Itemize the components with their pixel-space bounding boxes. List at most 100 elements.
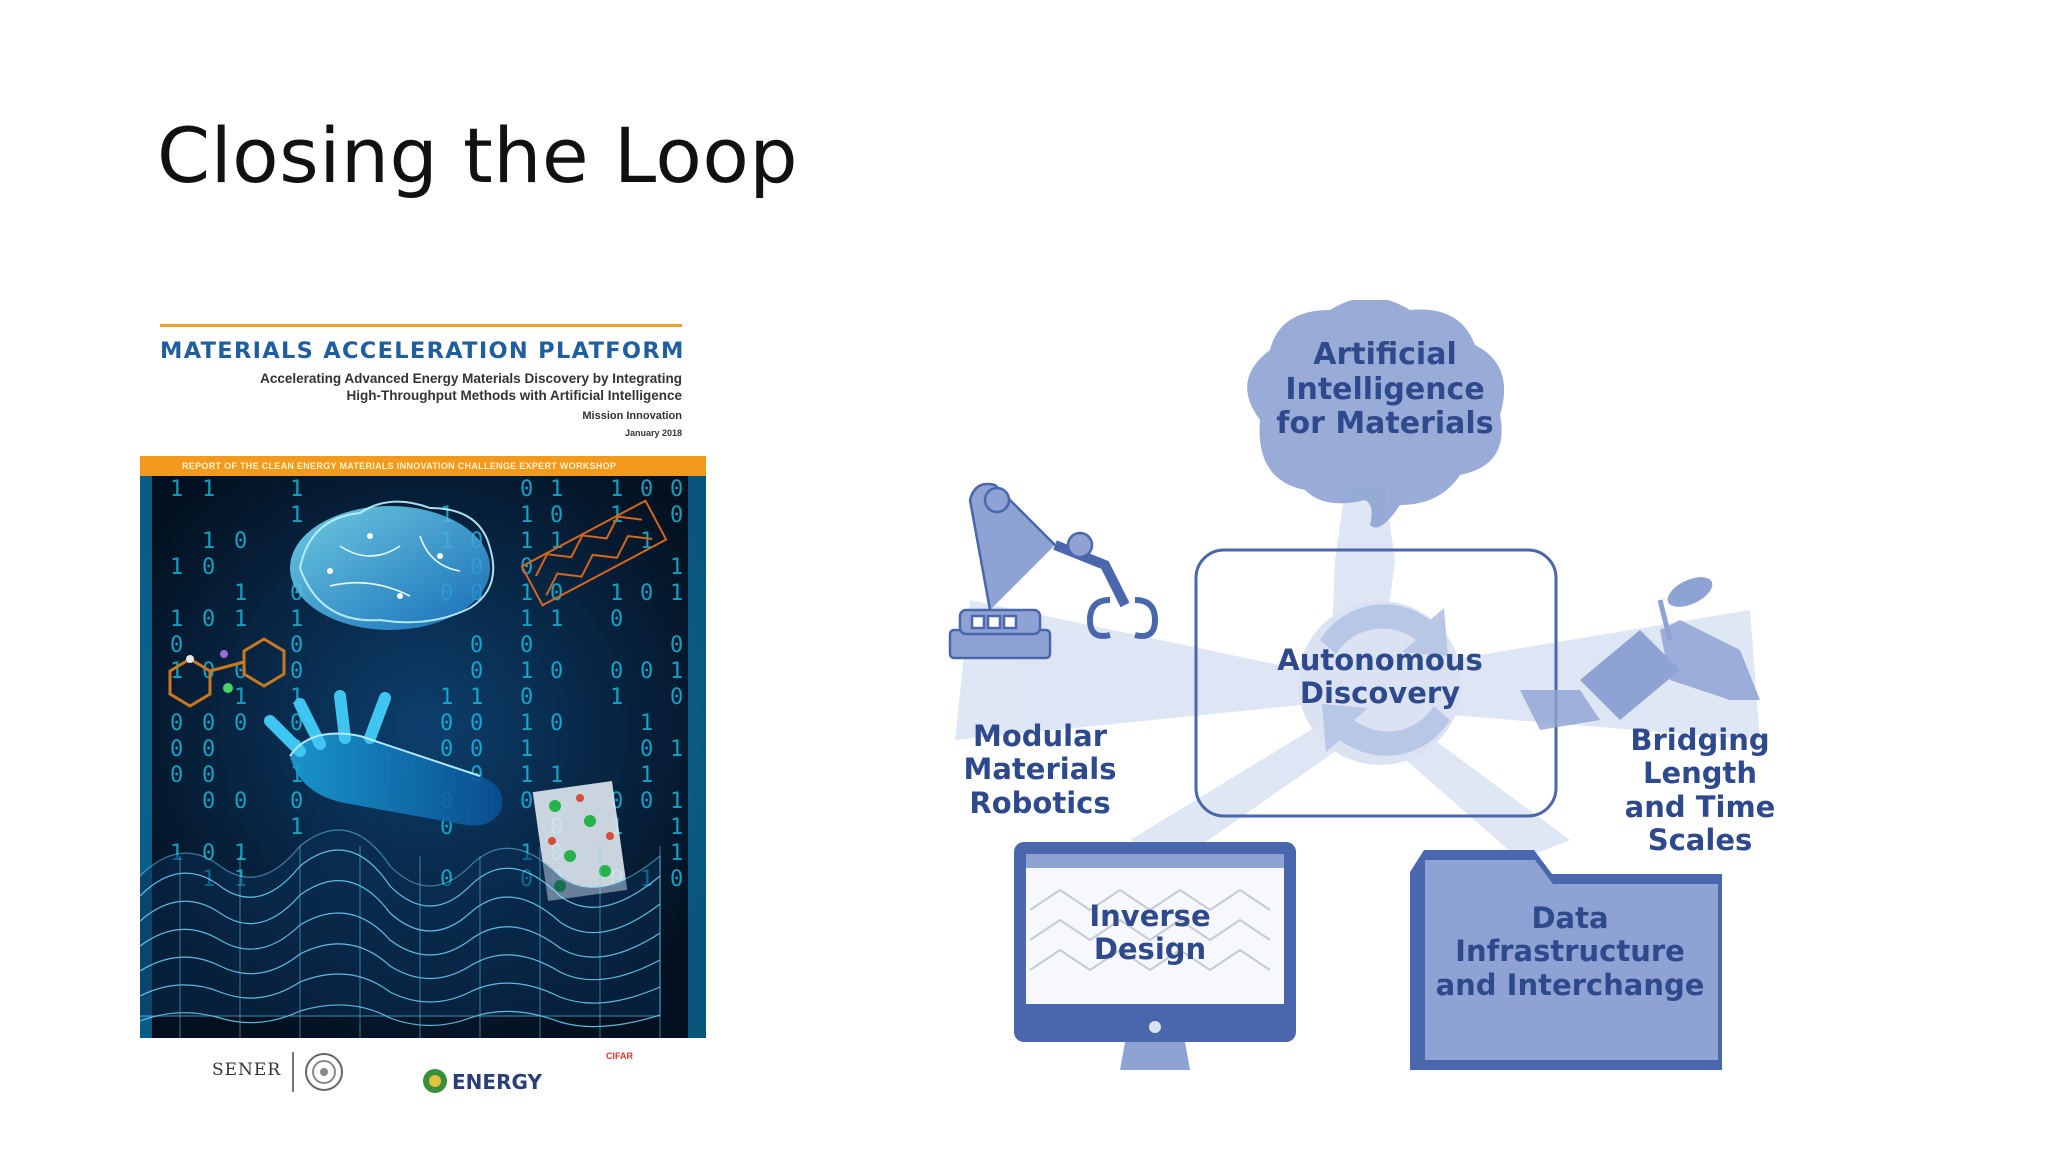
- binary-digit: 1: [170, 555, 183, 580]
- binary-digit: 1: [610, 581, 623, 606]
- binary-digit: 0: [520, 789, 533, 814]
- binary-digit: 1: [202, 529, 215, 554]
- cover-organization: Mission Innovation: [582, 410, 682, 422]
- binary-digit: 0: [234, 529, 247, 554]
- binary-digit: 0: [170, 633, 183, 658]
- logo-divider: [292, 1052, 294, 1092]
- binary-digit: 1: [670, 789, 683, 814]
- binary-digit: 0: [640, 477, 653, 502]
- binary-digit: 0: [234, 789, 247, 814]
- binary-digit: 0: [202, 711, 215, 736]
- binary-digit: 1: [610, 477, 623, 502]
- binary-digit: 0: [170, 711, 183, 736]
- binary-digit: 0: [290, 659, 303, 684]
- binary-digit: 0: [610, 659, 623, 684]
- binary-digit: 0: [670, 685, 683, 710]
- binary-digit: 1: [520, 529, 533, 554]
- slide-title: Closing the Loop: [157, 111, 799, 200]
- robot-arm-icon: [948, 482, 1159, 660]
- binary-digit: 0: [170, 737, 183, 762]
- bridging-scales-label: Bridging Length and Time Scales: [1624, 723, 1776, 858]
- binary-digit: 0: [202, 555, 215, 580]
- cover-nanotube-icon: [520, 499, 668, 607]
- binary-digit: 1: [520, 711, 533, 736]
- binary-digit: 1: [640, 763, 653, 788]
- binary-digit: 0: [440, 737, 453, 762]
- mexico-seal-icon: [305, 1053, 343, 1091]
- doe-logo: ENERGY: [422, 1058, 552, 1098]
- binary-digit: 1: [550, 607, 563, 632]
- cover-robot-hand-icon: [264, 690, 503, 826]
- binary-digit: 1: [290, 477, 303, 502]
- binary-digit: 0: [520, 477, 533, 502]
- binary-digit: 0: [670, 503, 683, 528]
- binary-digit: 0: [640, 581, 653, 606]
- binary-digit: 1: [520, 581, 533, 606]
- brain-icon: [1247, 300, 1505, 528]
- sener-logo: SENER: [212, 1060, 282, 1080]
- binary-digit: 1: [550, 477, 563, 502]
- inverse-design-label: Inverse Design: [1089, 899, 1211, 967]
- binary-digit: 0: [550, 711, 563, 736]
- cover-wireframe-waves: [140, 829, 661, 1038]
- binary-digit: 1: [290, 607, 303, 632]
- binary-digit: 0: [470, 737, 483, 762]
- binary-digit: 0: [234, 711, 247, 736]
- ai-for-materials-label: Artificial Intelligence for Materials: [1276, 337, 1494, 441]
- binary-digit: 1: [670, 815, 683, 840]
- binary-digit: 1: [520, 659, 533, 684]
- binary-digit: 1: [520, 763, 533, 788]
- binary-digit: 1: [520, 503, 533, 528]
- binary-digit: 1: [170, 607, 183, 632]
- binary-digit: 0: [290, 633, 303, 658]
- binary-digit: 0: [440, 711, 453, 736]
- binary-digit: 1: [440, 685, 453, 710]
- binary-digit: 1: [234, 841, 247, 866]
- autonomous-discovery-label: Autonomous Discovery: [1277, 643, 1483, 711]
- monitor-icon: [1014, 842, 1296, 1070]
- binary-digit: 0: [202, 607, 215, 632]
- binary-digit: 1: [170, 477, 183, 502]
- binary-digit: 1: [290, 503, 303, 528]
- binary-digit: 0: [670, 633, 683, 658]
- binary-digit: 1: [610, 685, 623, 710]
- satellite-icon: [1520, 577, 1760, 730]
- binary-digit: 0: [170, 763, 183, 788]
- binary-digit: 1: [234, 607, 247, 632]
- modular-robotics-label: Modular Materials Robotics: [963, 719, 1117, 820]
- center-frame: [1194, 548, 1558, 818]
- binary-digit: 0: [202, 789, 215, 814]
- doe-seal-icon: [423, 1069, 447, 1093]
- binary-digit: 0: [550, 659, 563, 684]
- binary-digit: 1: [290, 815, 303, 840]
- binary-digit: 1: [520, 737, 533, 762]
- binary-digit: 0: [202, 763, 215, 788]
- binary-digit: 0: [610, 607, 623, 632]
- cover-top-rule: [160, 324, 682, 327]
- doe-logo-text: ENERGY: [452, 1070, 542, 1094]
- cover-logo-strip: SENER ENERGY CIFAR: [140, 1038, 706, 1108]
- binary-digit: 1: [234, 685, 247, 710]
- binary-digit: 0: [550, 503, 563, 528]
- cover-date: January 2018: [624, 428, 682, 438]
- binary-digit: 1: [640, 711, 653, 736]
- cover-artwork: 1110100011100000000101101001111010010010…: [140, 476, 706, 1038]
- binary-digit: 0: [640, 659, 653, 684]
- binary-digit: 0: [202, 737, 215, 762]
- cover-subtitle: Accelerating Advanced Energy Materials D…: [260, 371, 682, 403]
- cover-banner: REPORT OF THE CLEAN ENERGY MATERIALS INN…: [140, 456, 706, 476]
- binary-digit: 1: [550, 763, 563, 788]
- binary-digit: 1: [202, 477, 215, 502]
- binary-digit: 1: [670, 659, 683, 684]
- binary-digit: 1: [520, 607, 533, 632]
- binary-digit: 1: [670, 737, 683, 762]
- binary-digit: 0: [470, 711, 483, 736]
- binary-digit: 1: [670, 841, 683, 866]
- data-infrastructure-label: Data Infrastructure and Interchange: [1435, 901, 1705, 1002]
- report-cover: MATERIALS ACCELERATION PLATFORM Accelera…: [140, 318, 706, 1108]
- binary-digit: 0: [520, 633, 533, 658]
- cover-brain-icon: [290, 500, 495, 630]
- cifar-logo: CIFAR: [606, 1051, 633, 1061]
- cover-molecule-icon: [168, 637, 286, 708]
- autonomous-discovery-diagram: Artificial Intelligence for Materials Au…: [880, 300, 1880, 1100]
